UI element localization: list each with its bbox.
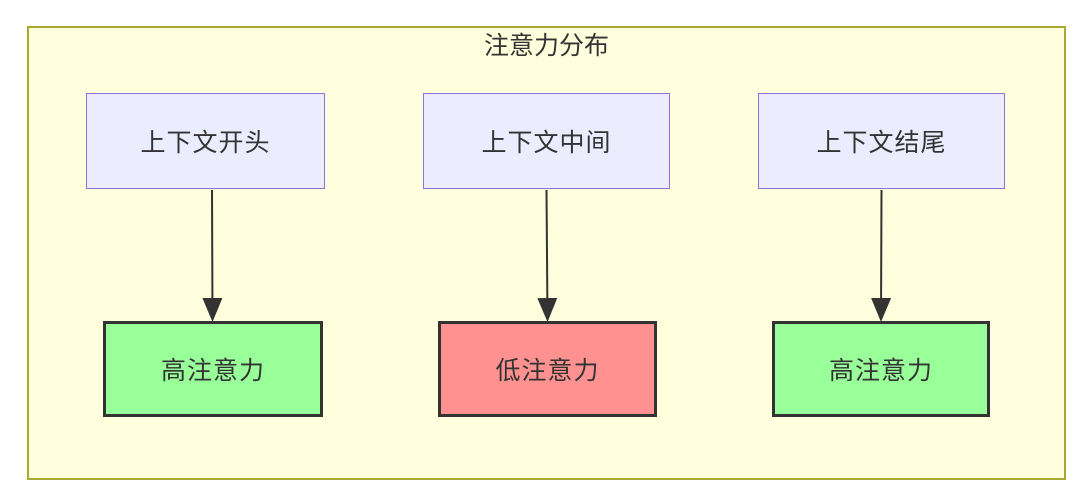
node-context-middle: 上下文中间 xyxy=(423,93,670,189)
node-high-attention-1: 高注意力 xyxy=(103,321,323,417)
diagram-title: 注意力分布 xyxy=(483,32,609,60)
node-low-attention: 低注意力 xyxy=(438,321,657,417)
node-context-start: 上下文开头 xyxy=(86,93,325,189)
node-high-attention-2: 高注意力 xyxy=(772,321,990,417)
node-context-end: 上下文结尾 xyxy=(758,93,1005,189)
